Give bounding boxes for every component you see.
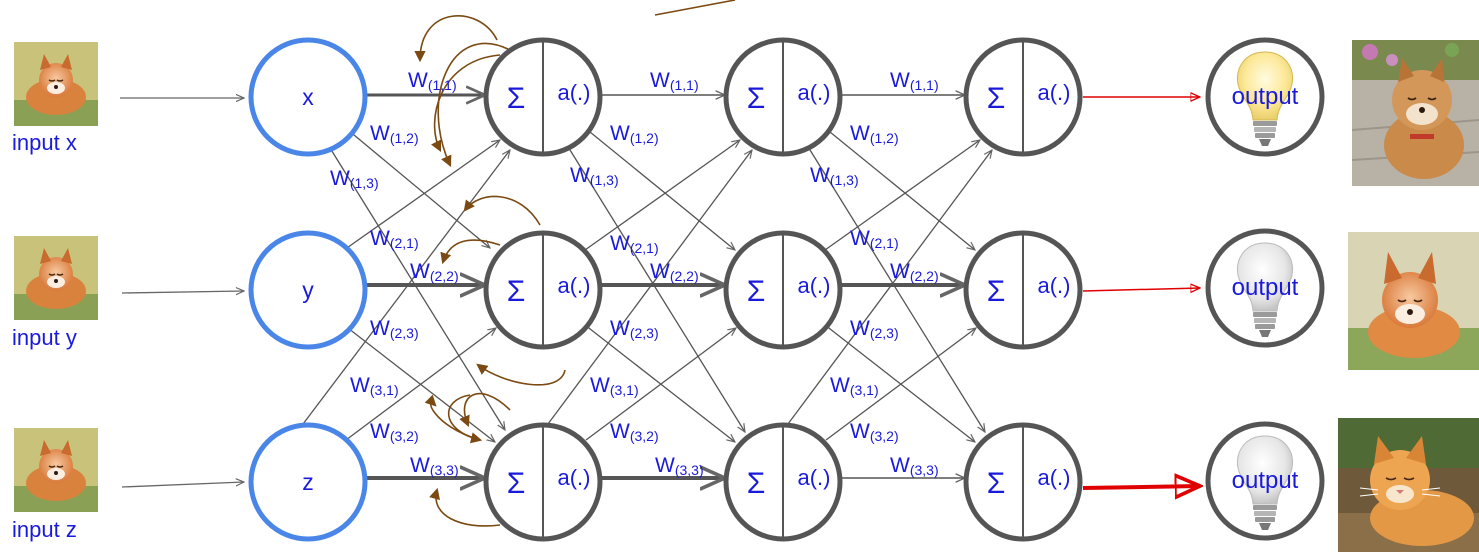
input-node-z: z (248, 422, 368, 542)
weight-label-w21: W(2,1) (610, 232, 659, 256)
weight-label-w23: W(2,3) (370, 317, 419, 341)
neuron: Σ a(.) (963, 37, 1083, 157)
unlit-bulb-icon (1236, 242, 1294, 337)
input-label-z: input z (12, 517, 77, 542)
neuron: Σ a(.) (483, 37, 603, 157)
input-label-y: input y (12, 325, 77, 350)
activation-label: a(.) (558, 465, 591, 490)
output-label: output (1232, 274, 1299, 301)
weight-label-w32: W(3,2) (610, 420, 659, 444)
activation-label: a(.) (1038, 80, 1071, 105)
weight-label-w31: W(3,1) (830, 374, 879, 398)
output-node-3: output (1205, 421, 1325, 541)
activation-label: a(.) (798, 465, 831, 490)
fox-photo (14, 428, 98, 512)
sum-symbol: Σ (507, 467, 526, 500)
unlit-bulb-icon (1236, 435, 1294, 530)
weight-label-w13: W(1,3) (810, 164, 859, 188)
neuron: Σ a(.) (963, 230, 1083, 350)
neuron: Σ a(.) (963, 422, 1083, 542)
weight-label-w33: W(3,3) (655, 454, 704, 478)
input-layer: x y z (248, 37, 368, 542)
lit-bulb-icon (1236, 51, 1294, 146)
activation-label: a(.) (798, 273, 831, 298)
edges-hidden2-to-hidden3 (784, 95, 992, 478)
activation-label: a(.) (798, 80, 831, 105)
backprop-arrows (414, 0, 736, 527)
weight-label-w22: W(2,2) (890, 260, 939, 284)
shiba-dog-photo (1351, 40, 1479, 186)
output-layer: output output output (1205, 37, 1325, 541)
output-label: output (1232, 83, 1299, 110)
weight-label-w23: W(2,3) (850, 317, 899, 341)
weight-label-w33: W(3,3) (410, 454, 459, 478)
weight-label-w21: W(2,1) (850, 227, 899, 251)
output-images (1338, 40, 1479, 552)
input-node-y-label: y (302, 277, 314, 303)
sum-symbol: Σ (747, 467, 766, 500)
weight-label-w11: W(1,1) (890, 69, 939, 93)
input-edges (120, 98, 244, 488)
cat-photo (1338, 418, 1479, 552)
input-node-y: y (248, 230, 368, 350)
edges-hidden1-to-hidden2 (544, 95, 752, 478)
edges-to-output (1082, 97, 1200, 488)
fox-photo (14, 42, 98, 126)
input-label-x: input x (12, 130, 77, 155)
input-node-x-label: x (302, 84, 314, 110)
output-node-2: output (1205, 228, 1325, 348)
neuron: Σ a(.) (483, 230, 603, 350)
sum-symbol: Σ (507, 275, 526, 308)
sum-symbol: Σ (987, 467, 1006, 500)
input-images: input x input y input z (12, 42, 98, 542)
sum-symbol: Σ (987, 275, 1006, 308)
weight-label-w33: W(3,3) (890, 454, 939, 478)
activation-label: a(.) (558, 80, 591, 105)
weight-label-w13: W(1,3) (330, 167, 379, 191)
weight-label-w12: W(1,2) (610, 122, 659, 146)
weights-layer1: W(1,1) W(1,2) W(1,3) W(2,1) W(2,2) W(2,3… (330, 69, 459, 478)
sum-symbol: Σ (747, 275, 766, 308)
sum-symbol: Σ (987, 82, 1006, 115)
input-node-x: x (248, 37, 368, 157)
hidden-layer-1: Σ a(.) Σ a(.) Σ a(.) (483, 37, 603, 542)
activation-label: a(.) (1038, 273, 1071, 298)
output-node-1: output (1205, 37, 1325, 157)
activation-label: a(.) (558, 273, 591, 298)
weight-label-w11: W(1,1) (650, 69, 699, 93)
neuron: Σ a(.) (723, 422, 843, 542)
hidden-layer-2: Σ a(.) Σ a(.) Σ a(.) (723, 37, 843, 542)
weight-label-w32: W(3,2) (370, 420, 419, 444)
sum-symbol: Σ (747, 82, 766, 115)
weight-label-w12: W(1,2) (850, 122, 899, 146)
neuron: Σ a(.) (723, 230, 843, 350)
neuron: Σ a(.) (723, 37, 843, 157)
output-label: output (1232, 467, 1299, 494)
input-node-z-label: z (302, 469, 314, 495)
sum-symbol: Σ (507, 82, 526, 115)
fox-photo (1348, 232, 1479, 370)
activation-label: a(.) (1038, 465, 1071, 490)
weight-label-w22: W(2,2) (410, 260, 459, 284)
weight-label-w12: W(1,2) (370, 122, 419, 146)
weight-label-w13: W(1,3) (570, 164, 619, 188)
weight-label-w23: W(2,3) (610, 317, 659, 341)
weight-label-w32: W(3,2) (850, 420, 899, 444)
fox-photo (14, 236, 98, 320)
weights-layer3: W(1,1) W(1,2) W(1,3) W(2,1) W(2,2) W(2,3… (810, 69, 939, 478)
weight-label-w31: W(3,1) (590, 374, 639, 398)
hidden-layer-3: Σ a(.) Σ a(.) Σ a(.) (963, 37, 1083, 542)
weight-label-w22: W(2,2) (650, 260, 699, 284)
weights-layer2: W(1,1) W(1,2) W(1,3) W(2,1) W(2,2) W(2,3… (570, 69, 704, 478)
weight-label-w31: W(3,1) (350, 374, 399, 398)
neuron: Σ a(.) (483, 422, 603, 542)
weight-label-w21: W(2,1) (370, 227, 419, 251)
edges-input-to-hidden1 (299, 95, 510, 478)
weight-label-w11: W(1,1) (408, 69, 457, 93)
